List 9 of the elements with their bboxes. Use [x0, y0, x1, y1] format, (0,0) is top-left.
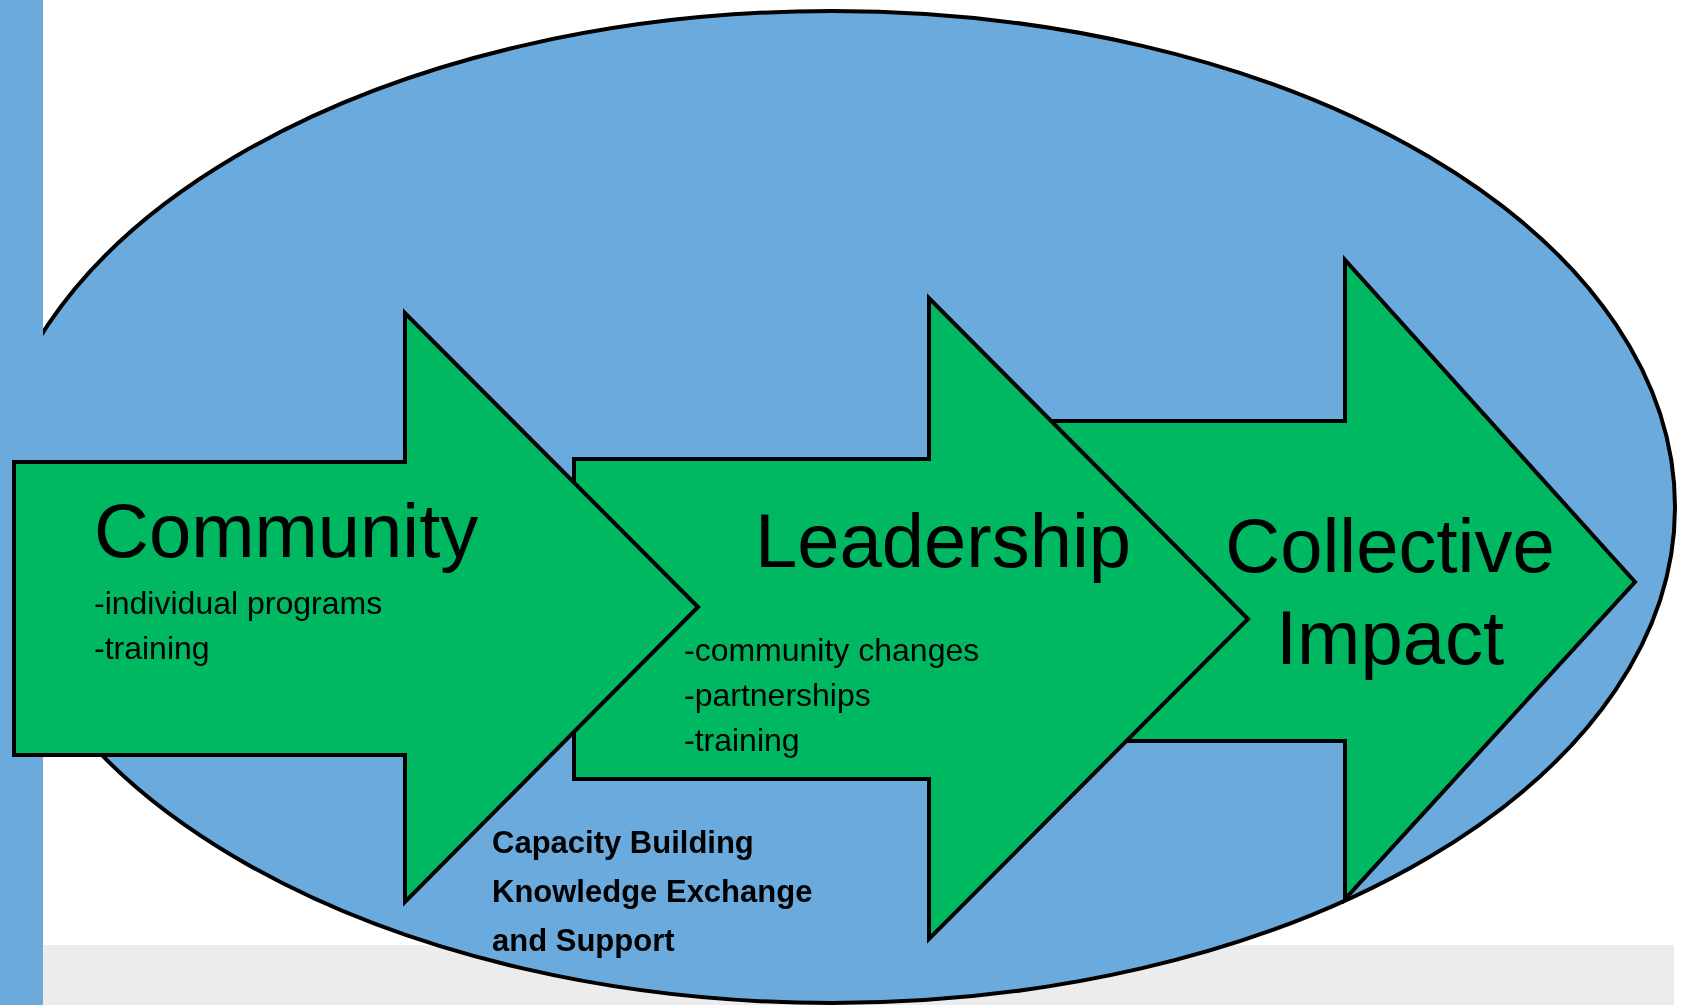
bullet-text: -partnerships [684, 676, 872, 714]
oval-label: Capacity Building Knowledge Exchange and Support [492, 824, 814, 960]
arrow-title: Collective Impact [1224, 502, 1556, 682]
bullet-text: -training [94, 629, 211, 667]
arrow-title: Leadership [755, 497, 1133, 585]
arrow-title: Community [94, 487, 480, 575]
bullet-text: -training [684, 721, 801, 759]
bullet-text: -community changes [684, 631, 981, 669]
bullet-text: -individual programs [94, 584, 384, 622]
